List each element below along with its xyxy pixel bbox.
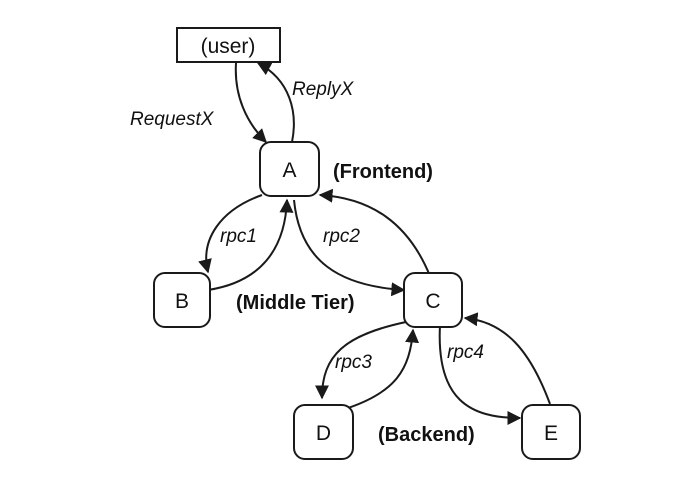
rpc4-reply-arrow [463, 312, 551, 405]
rpc2-reply-arrow [318, 188, 431, 277]
node-d: D [293, 404, 354, 460]
rpc3-reply-arrow [347, 328, 420, 409]
node-a: A [259, 141, 320, 197]
rpc2-label: rpc2 [323, 226, 360, 247]
rpc1-call-arrow [198, 194, 263, 274]
middle-tier-label: (Middle Tier) [236, 292, 355, 314]
rpc1-reply-arrow [207, 198, 294, 291]
rpc3-label: rpc3 [335, 352, 372, 373]
request-arrow [234, 62, 267, 143]
rpc4-label: rpc4 [447, 342, 484, 363]
rpc3-call-arrow [315, 321, 407, 400]
request-label: RequestX [130, 109, 215, 130]
node-e: E [521, 404, 581, 460]
node-d-label: D [316, 422, 331, 445]
backend-tier-label: (Backend) [378, 424, 475, 446]
node-user: (user) [176, 27, 281, 63]
reply-arrow [256, 62, 295, 143]
rpc4-call-arrow [438, 324, 522, 425]
node-b: B [153, 272, 211, 328]
node-c-label: C [425, 290, 440, 313]
node-user-label: (user) [201, 35, 256, 58]
reply-label: ReplyX [292, 79, 355, 100]
node-c: C [403, 272, 463, 328]
rpc1-label: rpc1 [220, 226, 257, 247]
node-b-label: B [175, 290, 189, 313]
frontend-tier-label: (Frontend) [333, 161, 433, 183]
rpc2-call-arrow [293, 199, 406, 297]
node-a-label: A [282, 159, 296, 182]
node-e-label: E [544, 422, 558, 445]
